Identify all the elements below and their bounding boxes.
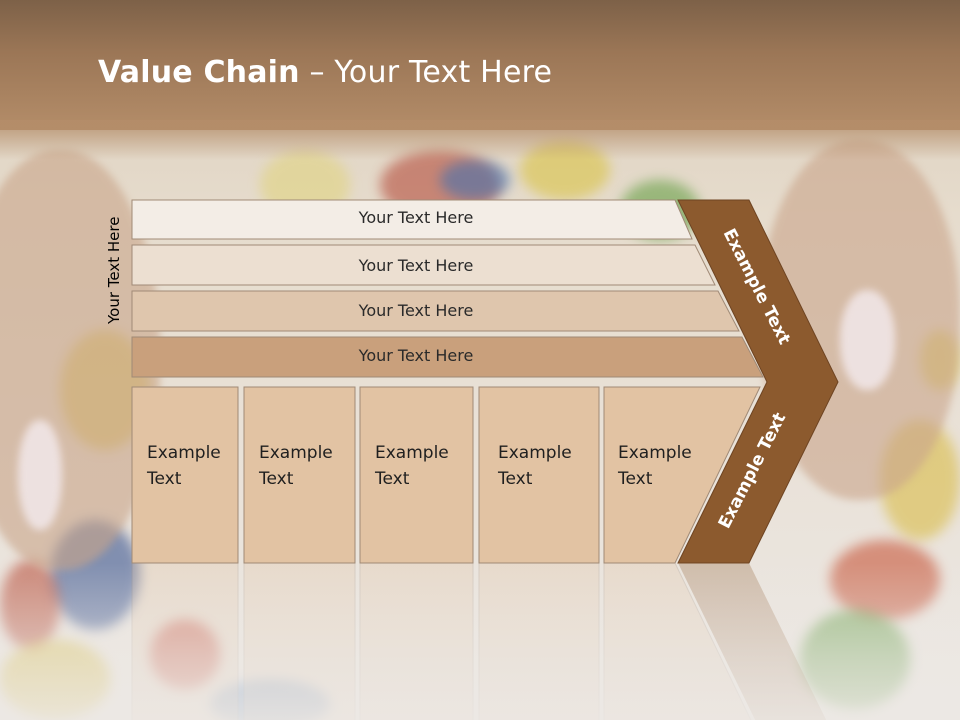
row-bar-2 — [131, 244, 716, 286]
row-bar-1 — [131, 199, 693, 240]
cell-text-4-line1: Example — [498, 443, 572, 463]
cell-text-2-line1: Example — [259, 443, 333, 463]
cell-text-1-line2: Text — [147, 469, 182, 489]
activity-cell-3 — [359, 386, 474, 564]
row-label-2: Your Text Here — [358, 256, 474, 275]
title-rest: – Your Text Here — [299, 55, 553, 90]
reflection-fade — [0, 563, 960, 720]
page-title: Value Chain – Your Text Here — [98, 55, 552, 90]
cell-text-1-line1: Example — [147, 443, 221, 463]
row-bar-4 — [131, 336, 764, 378]
cell-text-5-line2: Text — [618, 469, 653, 489]
row-label-1: Your Text Here — [358, 208, 474, 227]
cell-text-2-line2: Text — [259, 469, 294, 489]
margin-arrow — [677, 199, 839, 564]
title-bar-fade — [0, 120, 960, 160]
activity-cell-4 — [478, 386, 600, 564]
row-bar-3 — [131, 290, 740, 332]
cell-text-3-line2: Text — [375, 469, 410, 489]
cell-text-4-line2: Text — [498, 469, 533, 489]
row-label-4: Your Text Here — [358, 346, 474, 365]
cell-text-5-line1: Example — [618, 443, 692, 463]
cell-text-3-line1: Example — [375, 443, 449, 463]
activity-cell-2 — [243, 386, 356, 564]
row-label-3: Your Text Here — [358, 301, 474, 320]
activity-cell-1 — [131, 386, 239, 564]
title-bar — [0, 0, 960, 130]
title-bold: Value Chain — [98, 55, 300, 90]
